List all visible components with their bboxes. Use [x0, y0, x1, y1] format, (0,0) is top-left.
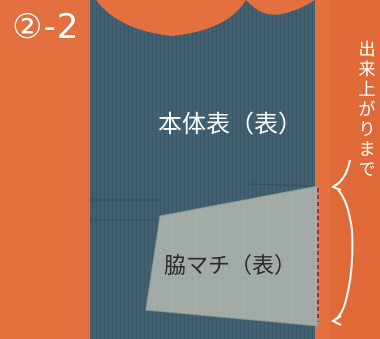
finished-annotation: 出来上がりまで: [358, 40, 376, 180]
bracket-right: [333, 189, 354, 321]
step-number: ②-2: [12, 7, 80, 47]
body-front-label: 本体表（表）: [158, 110, 302, 138]
gusset-front-label: 脇マチ（表）: [164, 254, 297, 279]
side-gusset-fabric: [145, 185, 319, 327]
